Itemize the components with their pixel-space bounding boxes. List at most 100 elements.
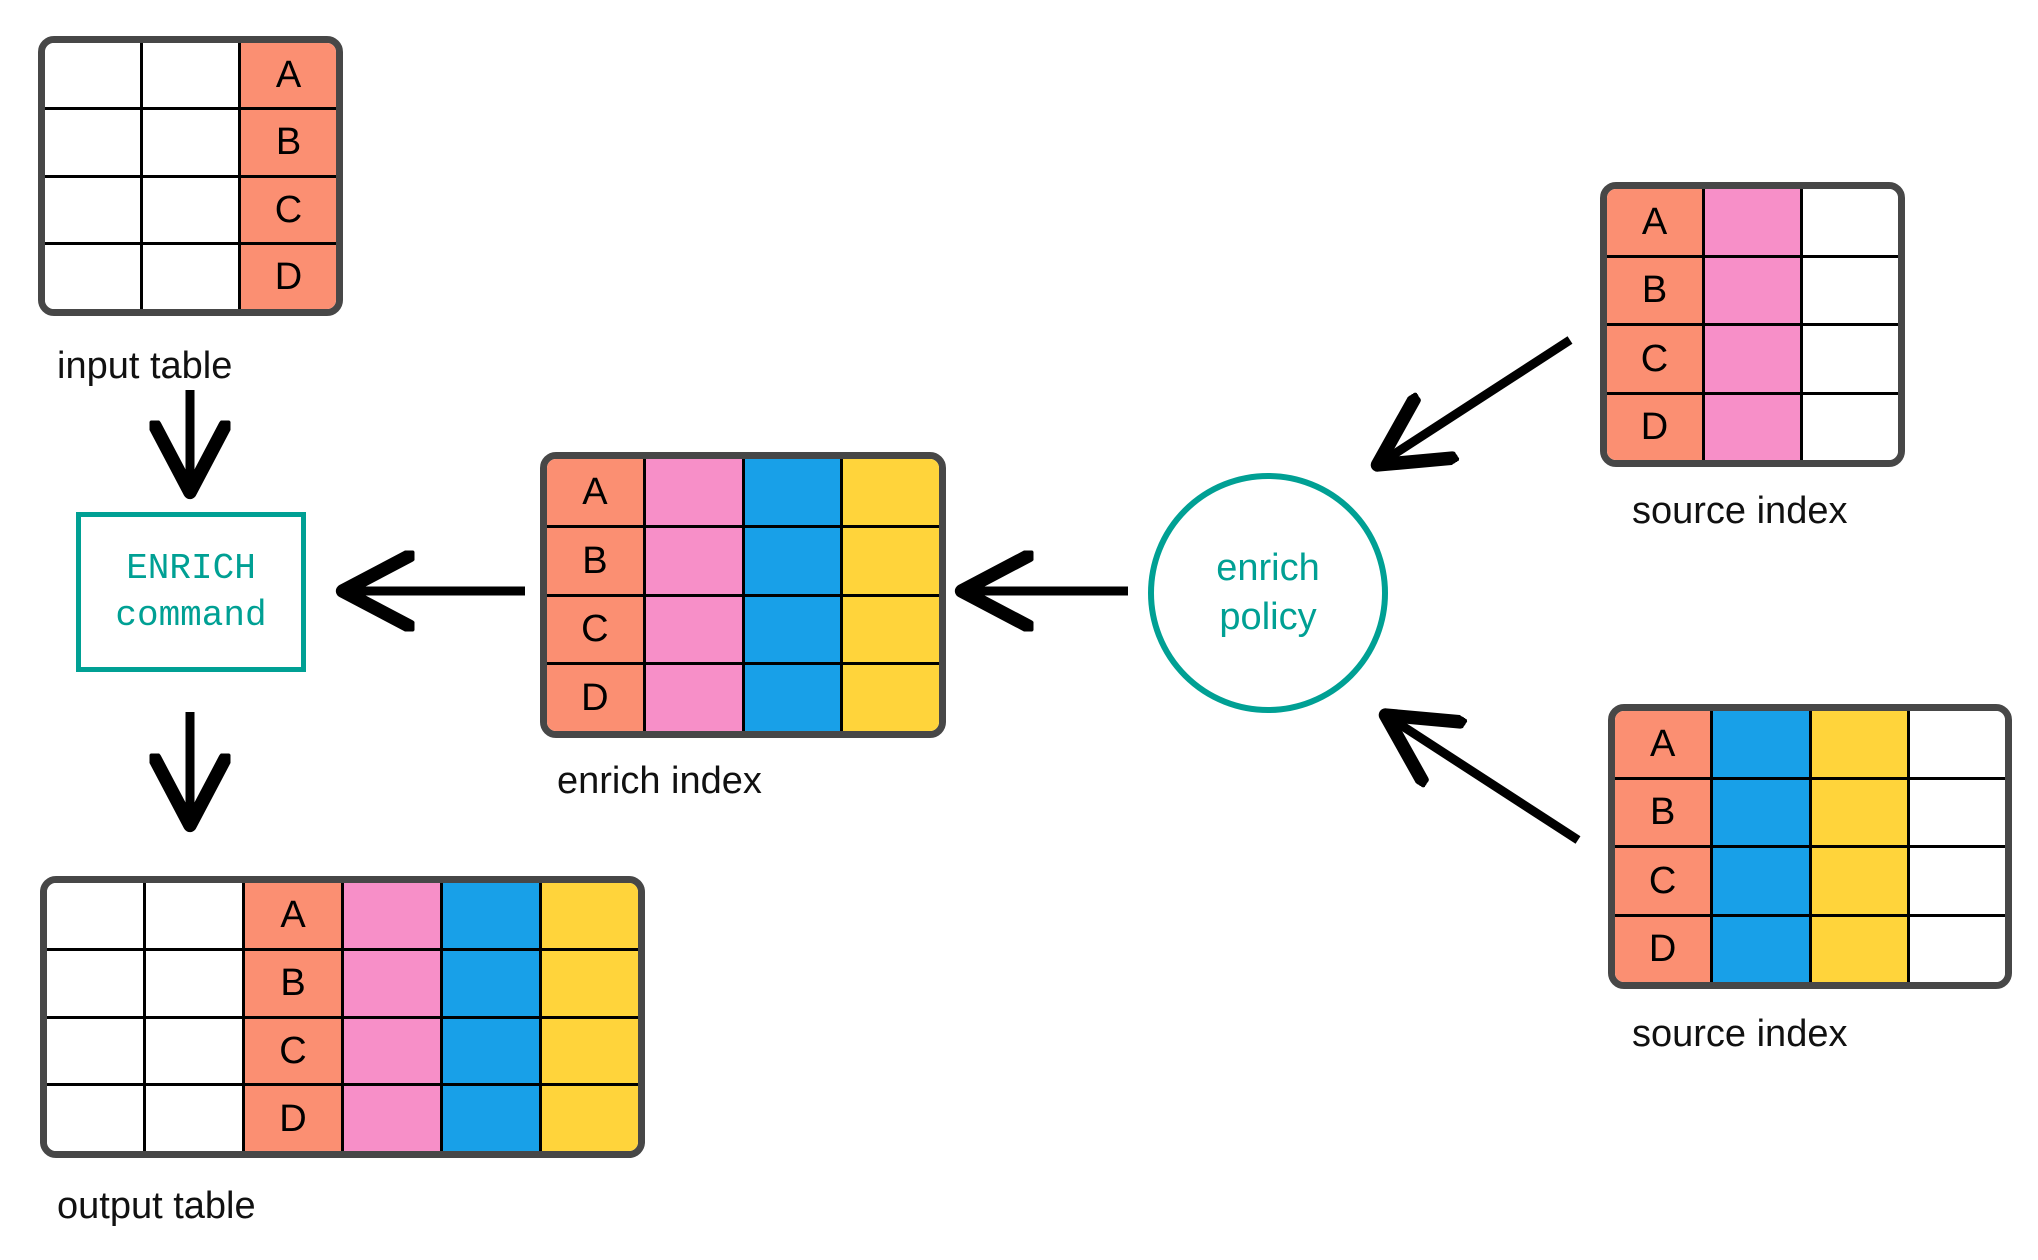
table-cell [47,883,146,948]
arrow-source-top-to-policy [1382,336,1573,462]
table-cell [542,950,638,1016]
table-row: C [45,177,336,245]
table-row: B [547,527,939,597]
table-row: A [47,883,638,951]
table-cell [645,459,745,525]
table-row: A [1615,711,2005,780]
table-row: D [47,1086,638,1151]
table-cell [542,1018,638,1084]
source-index-top-label: source index [1632,490,1848,532]
table-cell [843,459,939,525]
table-cell [143,244,241,309]
table-cell [146,1018,245,1084]
table-cell-key: B [1615,779,1714,845]
table-cell [1909,916,2005,982]
table-cell [344,1086,443,1151]
table-cell [744,596,844,663]
table-cell [843,596,939,663]
table-cell [143,110,241,175]
table-cell [443,883,542,948]
table-cell [645,665,745,731]
table-cell-key: A [547,459,646,525]
table-cell [1811,848,1910,914]
table-row: B [45,110,336,178]
enrich-index-label: enrich index [557,760,762,802]
table-cell [45,244,143,309]
table-cell-key: D [547,665,646,731]
table-cell [1909,779,2005,845]
table-cell [1803,394,1898,460]
table-cell [1803,189,1898,255]
table-cell [1713,848,1812,914]
table-cell-key: C [1607,326,1705,392]
table-cell [143,43,241,108]
enrich-policy-line-2: policy [1219,596,1317,638]
table-row: D [547,665,939,731]
input-table: A B C D [38,36,343,316]
table-cell-key: D [241,244,336,309]
input-table-label: input table [57,345,233,387]
table-cell-key: B [547,527,646,594]
output-table-label: output table [57,1185,256,1227]
table-cell [744,459,844,525]
table-row: D [1615,916,2005,982]
table-cell [744,665,844,731]
table-cell [45,110,143,175]
table-cell-key: A [241,43,336,108]
table-cell [1713,916,1812,982]
table-cell [146,883,245,948]
table-row: C [47,1018,638,1087]
enrich-command-line-1: ENRICH [126,548,256,589]
table-row: D [1607,394,1898,460]
source-index-top-table: A B C D [1600,182,1905,467]
table-cell [146,1086,245,1151]
table-cell [344,950,443,1016]
table-cell [542,883,638,948]
table-cell [1705,394,1803,460]
table-row: B [1607,257,1898,326]
enrich-policy-circle: enrich policy [1148,473,1388,713]
table-row: A [45,43,336,111]
table-cell [1705,257,1803,323]
table-cell [1705,326,1803,392]
table-cell [1811,916,1910,982]
table-row: D [45,244,336,309]
table-cell [1803,257,1898,323]
table-cell-key: D [245,1086,344,1151]
table-cell [1803,326,1898,392]
table-cell [443,1086,542,1151]
output-table: A B C D [40,876,645,1158]
table-cell [146,950,245,1016]
table-cell [1811,711,1910,777]
table-cell [45,43,143,108]
table-row: C [1615,848,2005,917]
table-cell-key: C [245,1018,344,1084]
table-cell [645,596,745,663]
table-cell [1713,779,1812,845]
table-cell-key: D [1615,916,1714,982]
table-cell [443,950,542,1016]
table-cell-key: A [245,883,344,948]
table-cell [645,527,745,594]
source-index-bottom-table: A B C D [1608,704,2012,989]
table-row: B [47,950,638,1019]
table-cell-key: C [1615,848,1714,914]
table-cell-key: C [547,596,646,663]
table-cell [1713,711,1812,777]
table-cell [1811,779,1910,845]
table-row: A [547,459,939,528]
table-cell [443,1018,542,1084]
table-cell-key: D [1607,394,1705,460]
table-row: B [1615,779,2005,848]
source-index-bottom-label: source index [1632,1013,1848,1055]
table-row: C [547,596,939,666]
table-cell [843,527,939,594]
table-cell [1909,711,2005,777]
table-cell [47,1086,146,1151]
table-cell [45,177,143,242]
table-cell-key: C [241,177,336,242]
table-cell-key: B [1607,257,1705,323]
table-cell [344,1018,443,1084]
table-cell [1909,848,2005,914]
